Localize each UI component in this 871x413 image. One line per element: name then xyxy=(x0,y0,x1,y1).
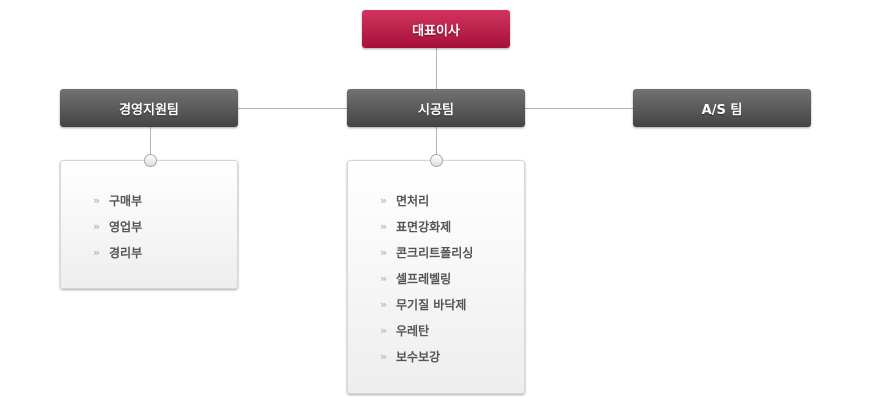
item-label: 구매부 xyxy=(109,193,143,208)
item-label: 보수보강 xyxy=(396,349,441,364)
list-item: » 구매부 xyxy=(93,187,142,213)
chevron-right-icon: » xyxy=(93,245,101,259)
connector-dot-icon xyxy=(430,154,443,167)
ceo-node: 대표이사 xyxy=(362,10,510,48)
item-label: 경리부 xyxy=(109,245,143,260)
chevron-right-icon: » xyxy=(93,193,101,207)
connector-ceo xyxy=(436,48,437,89)
item-label: 표면강화제 xyxy=(396,219,452,234)
list-item: » 셀프레벨링 xyxy=(380,265,473,291)
item-label: 영업부 xyxy=(109,219,143,234)
panel-management-support: » 구매부 » 영업부 » 경리부 xyxy=(60,160,238,289)
panel-construction: » 면처리 » 표면강화제 » 콘크리트폴리싱 » 셀프레벨링 » 무기질 바닥제 » 우레… xyxy=(347,160,525,394)
chevron-right-icon: » xyxy=(380,323,388,337)
item-label: 콘크리트폴리싱 xyxy=(396,245,474,260)
chevron-right-icon: » xyxy=(380,219,388,233)
connector-dot-icon xyxy=(144,154,157,167)
team-as: A/S 팀 xyxy=(633,89,811,127)
item-label: 무기질 바닥제 xyxy=(396,297,467,312)
chevron-right-icon: » xyxy=(380,245,388,259)
list-item: » 표면강화제 xyxy=(380,213,473,239)
team-management-support: 경영지원팀 xyxy=(60,89,238,127)
chevron-right-icon: » xyxy=(380,193,388,207)
list-item: » 영업부 xyxy=(93,213,142,239)
item-label: 면처리 xyxy=(396,193,430,208)
list-item: » 우레탄 xyxy=(380,317,473,343)
item-label: 셀프레벨링 xyxy=(396,271,452,286)
connector-center xyxy=(436,127,437,155)
list-item: » 경리부 xyxy=(93,239,142,265)
chevron-right-icon: » xyxy=(380,271,388,285)
list-item: » 보수보강 xyxy=(380,343,473,369)
team-construction: 시공팀 xyxy=(347,89,525,127)
connector-left xyxy=(150,127,151,155)
list-item: » 면처리 xyxy=(380,187,473,213)
list-item: » 무기질 바닥제 xyxy=(380,291,473,317)
chevron-right-icon: » xyxy=(380,349,388,363)
chevron-right-icon: » xyxy=(93,219,101,233)
item-label: 우레탄 xyxy=(396,323,430,338)
list-item: » 콘크리트폴리싱 xyxy=(380,239,473,265)
chevron-right-icon: » xyxy=(380,297,388,311)
